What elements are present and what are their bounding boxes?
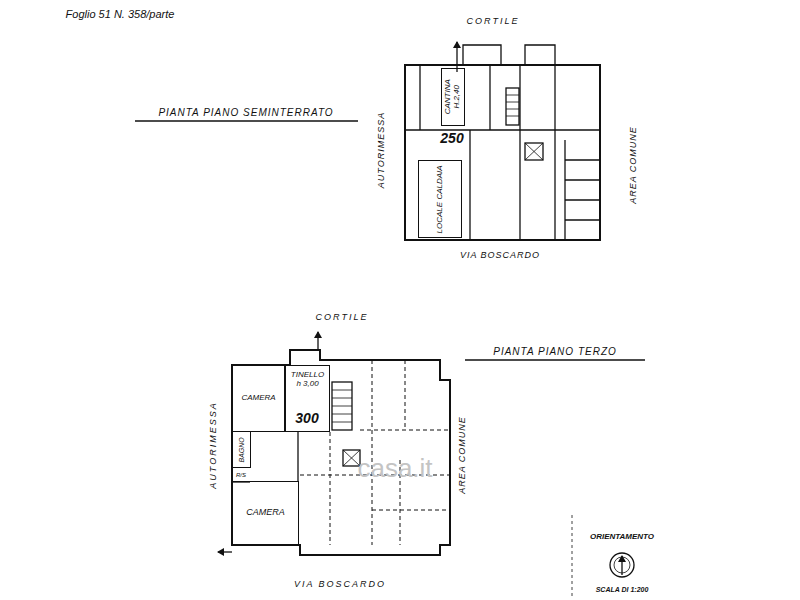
room-box: LOCALE CALDAIA [418, 160, 462, 238]
room-label-group: TINELLOh 3,00 [291, 371, 324, 389]
wall [489, 65, 490, 130]
wall [564, 140, 565, 240]
room-name: LOCALE CALDAIA [436, 165, 445, 233]
area-number: 300 [294, 411, 319, 426]
area-name: AREA COMUNE [629, 125, 639, 205]
wall [554, 65, 555, 240]
area-name: AUTORIMESSA [209, 400, 219, 489]
room-name: BAGNO [238, 437, 246, 462]
room-box: CAMERA [232, 365, 285, 432]
room-name: R/S [235, 472, 247, 479]
wall [469, 130, 470, 240]
frame-line [572, 515, 573, 598]
stair-steps [506, 95, 519, 116]
watermark: casa.it [357, 454, 432, 483]
area-name: AUTORIMESSA [377, 111, 387, 189]
stair [506, 88, 519, 125]
plan-title: PIANTA PIANO TERZO [492, 346, 618, 357]
room-box: BAGNO [232, 431, 251, 468]
room-label-group: BAGNO [238, 437, 246, 462]
area-number: 250 [439, 131, 464, 146]
room-label-group: CAMERA [246, 508, 285, 518]
balcony [525, 45, 555, 65]
room-name: CANTINA [444, 79, 453, 114]
room-label-group: LOCALE CALDAIA [436, 165, 445, 233]
room-name: TINELLO [291, 371, 324, 380]
lift-cross [525, 143, 543, 160]
outer-wall [232, 350, 450, 555]
dashed-walls [300, 360, 450, 545]
stair-steps [332, 390, 352, 422]
street-name: VIA BOSCARDO [293, 580, 387, 590]
room-label-group: CANTINAH.2,40 [444, 79, 462, 114]
title-underline [135, 120, 358, 122]
compass-title: ORIENTAMENTO [589, 533, 655, 542]
wall [297, 432, 298, 482]
scale-note: SCALA DI 1:200 [595, 586, 650, 594]
title-underline [465, 359, 645, 361]
area-name: AREA COMUNE [458, 415, 468, 495]
room-height: H.2,40 [453, 85, 462, 109]
balcony [463, 45, 501, 65]
sheet-reference: Foglio 51 N. 358/parte [65, 8, 176, 20]
area-name: CORTILE [315, 313, 370, 323]
stair [332, 382, 352, 430]
orientation-arrow [218, 551, 232, 552]
compass-needle [621, 556, 622, 575]
room-height: h 3,00 [296, 380, 318, 389]
compass-circle [610, 553, 634, 577]
wall [405, 129, 600, 130]
plan-title: PIANTA PIANO SEMINTERRATO [157, 107, 334, 118]
area-name: CORTILE [466, 17, 521, 27]
basement-walls [135, 42, 600, 240]
room-label-group: CAMERA [241, 394, 275, 403]
orientation-arrow [317, 332, 318, 350]
room-name: CAMERA [246, 508, 285, 518]
lift [525, 143, 543, 160]
outer-wall [405, 65, 600, 240]
room-box: CANTINAH.2,40 [441, 68, 465, 126]
wall [419, 65, 420, 130]
street-name: VIA BOSCARDO [459, 251, 541, 261]
room-name: CAMERA [241, 394, 275, 403]
parking-stalls [565, 160, 600, 220]
third-floor-walls [218, 332, 645, 598]
room-box: CAMERA [232, 481, 299, 545]
